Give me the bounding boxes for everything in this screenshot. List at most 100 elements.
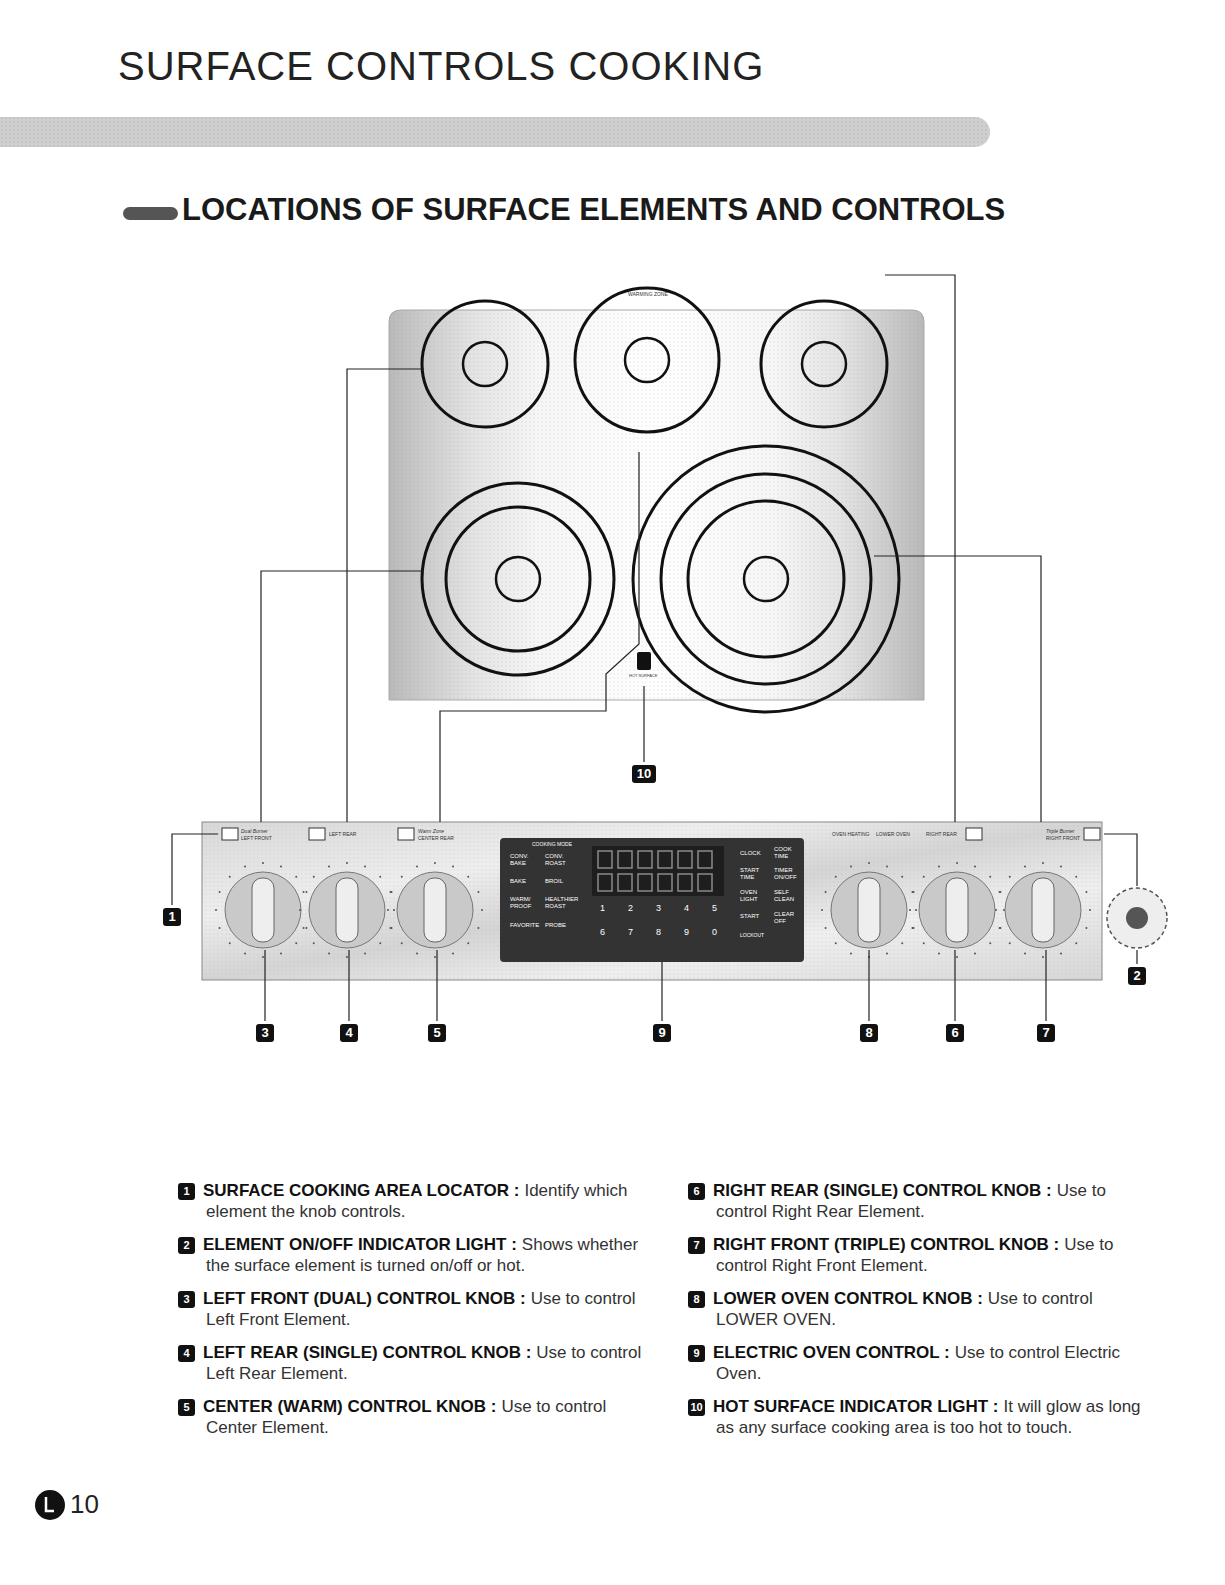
- leader-line: [954, 950, 955, 1021]
- lg-logo-mark: [46, 1497, 54, 1511]
- panel-label: 5: [712, 904, 717, 914]
- readout-digit: [638, 874, 652, 891]
- dial-tick: [303, 927, 305, 929]
- readout-segments: [598, 851, 712, 891]
- dial-tick: [244, 866, 246, 868]
- readout-digit: [618, 874, 632, 891]
- panel-label: WARMING ZONE: [628, 292, 668, 298]
- right-front-element-middle: [661, 474, 871, 684]
- dial-tick: [999, 927, 1001, 929]
- dial-tick: [901, 942, 903, 944]
- indicator-light-detail: [1107, 888, 1167, 948]
- callout-number: 4: [178, 1345, 195, 1362]
- item-heading: HOT SURFACE INDICATOR LIGHT :: [713, 1397, 999, 1416]
- dial-tick: [364, 952, 366, 954]
- dial-tick: [346, 956, 348, 958]
- dial-tick: [956, 862, 958, 864]
- description-item: 10HOT SURFACE INDICATOR LIGHT :It will g…: [688, 1396, 1158, 1438]
- dial-tick: [923, 876, 925, 878]
- locator-icon: [1084, 828, 1100, 840]
- callout-number: 2: [1128, 967, 1145, 985]
- callout-number: 1: [163, 908, 180, 926]
- panel-label: LOWER OVEN: [876, 832, 910, 838]
- panel-label: START TIME: [740, 867, 764, 880]
- panel-label: CONV. ROAST: [545, 853, 573, 866]
- panel-label: SELF CLEAN: [774, 889, 798, 902]
- dial-tick: [215, 909, 217, 911]
- cooktop: [389, 288, 924, 712]
- dial-tick: [995, 909, 997, 911]
- readout-digit: [698, 851, 712, 868]
- panel-label: 7: [628, 928, 633, 938]
- item-heading: LOWER OVEN CONTROL KNOB :: [713, 1289, 983, 1308]
- readout-digit: [598, 851, 612, 868]
- dial-tick: [434, 862, 436, 864]
- dial-tick: [923, 942, 925, 944]
- panel-label: OVEN HEATING: [832, 832, 869, 838]
- dial-tick: [416, 866, 418, 868]
- panel-label: Warm Zone: [418, 829, 444, 835]
- dial-tick: [938, 866, 940, 868]
- dial-tick: [262, 956, 264, 958]
- dial-tick: [391, 927, 393, 929]
- dial-tick: [1089, 909, 1091, 911]
- panel-label: BROIL: [545, 878, 563, 885]
- panel-label: RIGHT FRONT: [1046, 836, 1080, 842]
- dial-tick: [481, 909, 483, 911]
- description-item: 4LEFT REAR (SINGLE) CONTROL KNOB :Use to…: [178, 1342, 648, 1384]
- panel-label: LEFT FRONT: [241, 836, 272, 842]
- item-heading: LEFT FRONT (DUAL) CONTROL KNOB :: [203, 1289, 526, 1308]
- knob-grip: [946, 878, 968, 942]
- item-heading: LEFT REAR (SINGLE) CONTROL KNOB :: [203, 1343, 531, 1362]
- callout-number: 9: [653, 1024, 670, 1042]
- callout-number: 6: [946, 1024, 963, 1042]
- leader-line: [874, 556, 1041, 822]
- dial-tick: [477, 927, 479, 929]
- panel-label: Dual Burner: [241, 829, 268, 835]
- page-title: SURFACE CONTROLS COOKING: [118, 44, 764, 88]
- panel-label: 9: [684, 928, 689, 938]
- dial-tick: [295, 876, 297, 878]
- left-front-element-inner: [446, 507, 590, 651]
- dial-tick: [401, 876, 403, 878]
- knob-base: [919, 872, 995, 948]
- knob-base: [831, 872, 907, 948]
- knob-base: [309, 872, 385, 948]
- item-heading: ELEMENT ON/OFF INDICATOR LIGHT :: [203, 1235, 517, 1254]
- right-front-element-outer: [633, 446, 899, 712]
- dial-tick: [1009, 942, 1011, 944]
- dial-tick: [999, 891, 1001, 893]
- readout-digit: [618, 851, 632, 868]
- right-front-element-core: [744, 557, 788, 601]
- center-element: [575, 288, 719, 432]
- control-knob: [215, 862, 311, 958]
- description-item: 3LEFT FRONT (DUAL) CONTROL KNOB :Use to …: [178, 1288, 648, 1330]
- dial-tick: [452, 866, 454, 868]
- center-element-core: [625, 338, 669, 382]
- dial-tick: [956, 956, 958, 958]
- control-knob: [299, 862, 395, 958]
- callout-number: 8: [688, 1291, 705, 1308]
- locator-icon: [398, 828, 414, 840]
- item-heading: CENTER (WARM) CONTROL KNOB :: [203, 1397, 496, 1416]
- left-front-element-core: [496, 557, 540, 601]
- callout-number: 2: [178, 1237, 195, 1254]
- callout-number: 3: [256, 1024, 273, 1042]
- callout-number: 3: [261, 1025, 268, 1040]
- callout-number: 9: [658, 1025, 665, 1040]
- dial-tick: [825, 927, 827, 929]
- dial-tick: [313, 942, 315, 944]
- readout-digit: [638, 851, 652, 868]
- dial-tick: [999, 927, 1001, 929]
- panel-label: Triple Burner: [1046, 829, 1075, 835]
- dial-tick: [262, 862, 264, 864]
- leader-line: [661, 962, 662, 1021]
- dial-tick: [364, 866, 366, 868]
- panel-label: COOK TIME: [774, 846, 798, 859]
- dial-tick: [477, 891, 479, 893]
- dial-tick: [1042, 956, 1044, 958]
- dial-tick: [821, 909, 823, 911]
- control-knob: [909, 862, 1005, 958]
- leader-line: [264, 950, 265, 1021]
